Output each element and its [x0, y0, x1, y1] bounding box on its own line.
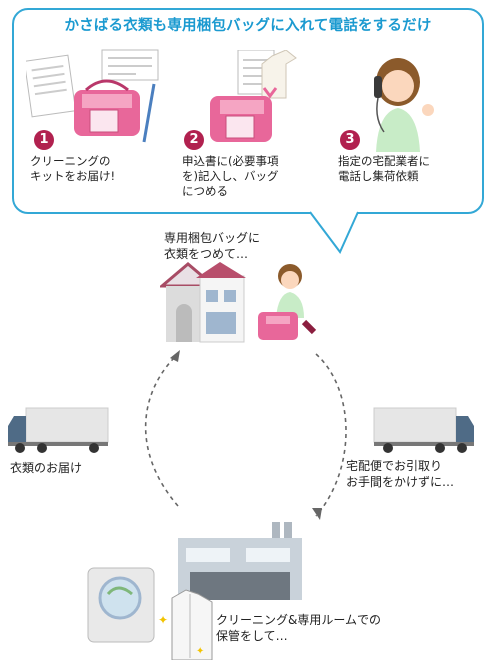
- form-icon: [101, 49, 159, 81]
- shirt-icon: [171, 589, 213, 660]
- arrow-down-icon: [262, 87, 278, 99]
- bubble-title: かさばる衣類も専用梱包バッグに入れて電話をするだけ: [64, 18, 432, 34]
- left-caption: 衣類のお届け: [10, 461, 83, 475]
- cleaning-factory-illustration: [178, 522, 302, 600]
- laundry-illustration: ✦ ✦: [87, 567, 213, 660]
- truck-icon: [8, 407, 109, 453]
- fill-form-illustration: [210, 50, 297, 142]
- woman-packing-icon: [258, 264, 317, 340]
- washing-machine-icon: [87, 567, 155, 643]
- arrow-up-left-head: [170, 350, 180, 362]
- arrow-down-right-head: [312, 508, 322, 520]
- document-icon: [26, 54, 77, 118]
- arrow-down-right: [315, 353, 347, 517]
- right-caption: 宅配便でお引取り お手間をかけずに…: [346, 459, 455, 489]
- factory-icon: [178, 522, 302, 600]
- home-caption: 専用梱包バッグに 衣類をつめて…: [164, 231, 261, 261]
- pen-icon: [142, 83, 156, 143]
- step-1-number: 1: [34, 130, 54, 150]
- pickup-truck-right: [373, 407, 474, 453]
- step-2-number: 2: [184, 130, 204, 150]
- cleaning-kit-illustration: [26, 49, 159, 143]
- shirt-icon: [261, 50, 297, 99]
- step-2-text: 申込書に(必要事項 を)記入し、バッグ につめる: [182, 154, 279, 198]
- phone-call-illustration: [374, 58, 434, 152]
- woman-phone-icon: [374, 58, 434, 152]
- step-3-number: 3: [340, 130, 360, 150]
- step-3-text: 指定の宅配業者に 電話し集荷依頼: [338, 154, 430, 183]
- factory-caption: クリーニング&専用ルームでの 保管をして…: [216, 613, 381, 643]
- cycle-arrows: [144, 350, 347, 520]
- arrow-up-left: [144, 353, 179, 507]
- home-illustration: [160, 262, 317, 343]
- bag-icon: [210, 96, 272, 142]
- truck-icon: [373, 407, 474, 453]
- step-1-text: クリーニングの キットをお届け!: [30, 154, 116, 183]
- bag-icon: [74, 79, 140, 136]
- sparkle-icon: ✦: [158, 613, 168, 627]
- bubble-tail: [309, 200, 359, 254]
- sparkle-icon-2: ✦: [196, 646, 204, 657]
- house-icon: [160, 262, 246, 343]
- delivery-truck-left: [8, 407, 109, 453]
